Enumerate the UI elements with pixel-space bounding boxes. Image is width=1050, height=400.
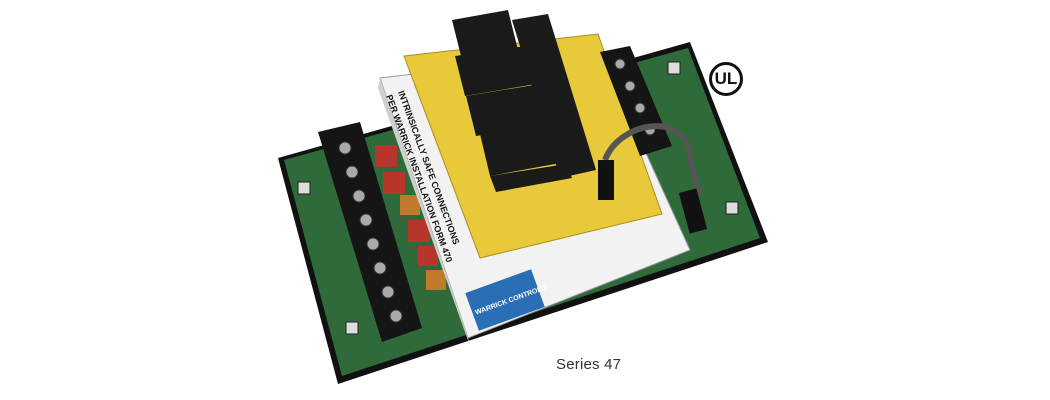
housing-side [378,78,470,346]
ul-certification-logo: UL [709,62,743,96]
relay-terminals [512,14,596,178]
connector [598,160,614,200]
mount-hole [667,61,681,75]
relays [452,10,572,192]
mount-hole [297,181,311,195]
mount-hole [725,201,739,215]
product-caption: Series 47 [556,356,622,373]
left-terminal-block [318,122,422,342]
mount-hole [345,321,359,335]
terminal-screws [338,141,403,323]
brand-logo [465,269,545,331]
fuses [375,145,446,290]
connector [678,188,708,234]
ribbon-cable [602,123,703,196]
